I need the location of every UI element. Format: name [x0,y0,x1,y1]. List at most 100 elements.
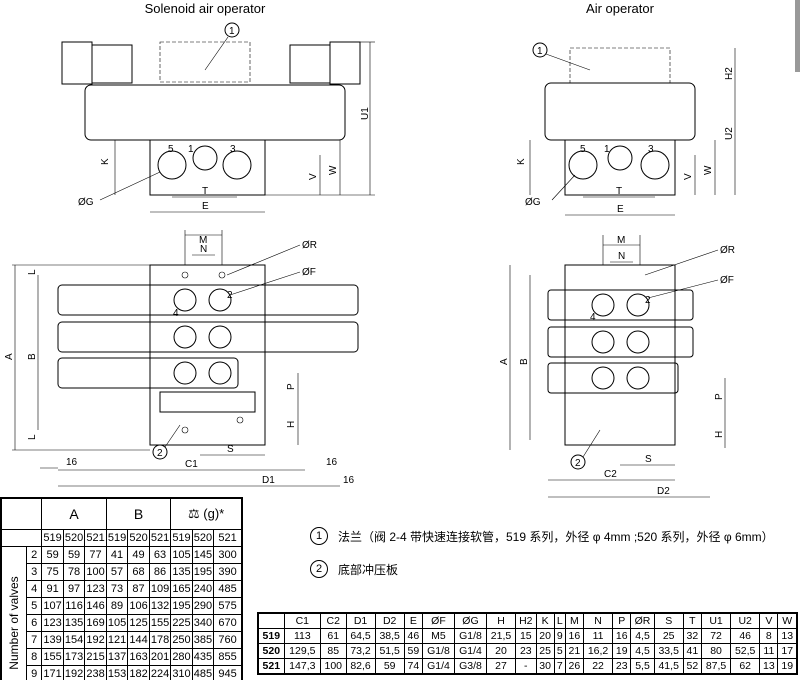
base-block [149,139,266,196]
table-cell: 224 [148,665,172,680]
column-header: P [612,612,632,629]
svg-text:B: B [27,353,38,360]
table-cell: 7 [553,658,566,675]
svg-text:H: H [714,431,725,438]
svg-text:16: 16 [343,475,355,486]
table-cell: 169 [84,614,107,632]
table-cell: 49 [127,546,150,564]
svg-text:P: P [714,393,725,400]
table-cell: 13 [777,628,798,644]
table-cell: 46 [730,628,761,644]
manifold-base [149,264,266,446]
air-front-view: Air operator 5 1 3 1 H2 U2 K V W ØG T E [516,1,736,216]
table-cell: 80 [700,643,732,659]
series-header: 519 [170,529,193,547]
column-header: ØR [630,612,655,629]
svg-text:1: 1 [537,46,543,57]
note-2: 2 底部冲压板 [310,560,398,578]
svg-text:16: 16 [326,457,338,468]
svg-text:ØR: ØR [302,240,317,251]
table-cell: G1/4 [421,658,455,675]
table-cell: 182 [127,665,150,680]
scale-icon: ⚖ [188,506,200,521]
svg-text:A: A [4,353,15,360]
series-header: 520 [127,529,150,547]
table-cell: 15 [515,628,537,644]
table-cell: 21,5 [485,628,517,644]
column-header: T [682,612,703,629]
table-cell: 192 [62,665,86,680]
table-cell: 59 [403,643,423,659]
table-cell: 38,5 [374,628,405,644]
scrollbar[interactable] [795,0,800,72]
svg-text:E: E [202,201,209,212]
table-cell: 3 [25,563,43,581]
svg-text:M: M [199,235,207,246]
coil-right-connector [329,41,361,85]
table-cell: G1/8 [421,643,455,659]
solenoid-front-view: Solenoid air operator 5 1 3 1 U1 K V W Ø… [61,1,375,213]
table-cell: 165 [170,580,193,598]
table-cell: 100 [320,658,347,675]
table-cell: 52,5 [730,643,761,659]
svg-text:H: H [286,421,297,428]
table-cell: 290 [191,597,215,615]
table-cell: 32 [682,628,703,644]
series-header: 521 [148,529,172,547]
table-cell: 13 [759,658,779,675]
air-plan-view: 2 4 M N ØR ØF A B P H C2 S D2 2 [499,235,735,498]
table-cell: 146 [84,597,107,615]
table-cell: 61 [320,628,347,644]
table-cell: 87,5 [700,658,732,675]
svg-text:4: 4 [590,312,596,323]
table-cell: 945 [213,665,243,680]
port-3: 3 [230,144,236,155]
column-header: W [777,612,798,629]
column-header: U2 [730,612,761,629]
svg-text:U1: U1 [360,107,371,120]
column-header: V [759,612,779,629]
table-cell: 340 [191,614,215,632]
table-cell: 20 [535,628,555,644]
coil-left-connector [61,41,93,85]
svg-text:U2: U2 [724,127,735,140]
table-cell: 25 [535,643,555,659]
table-cell: 106 [127,597,150,615]
column-header: C1 [283,612,322,629]
column-header: H2 [515,612,537,629]
svg-text:N: N [618,251,625,262]
table-cell: 123 [41,614,64,632]
table-cell: 250 [170,631,193,649]
series-header: 521 [213,529,243,547]
table-cell: 77 [84,546,107,564]
solenoid-plan-view: 2 4 M N ØR ØF A B L L P H 16 C1 S D1 16 … [4,230,359,487]
table-cell: 23 [515,643,537,659]
svg-text:A: A [499,358,510,365]
svg-text:L: L [27,434,38,440]
flange-outline [159,41,251,83]
air-title: Air operator [586,1,655,16]
table-cell: 135 [170,563,193,581]
table-cell: 105 [105,614,129,632]
table-cell: 147,3 [283,658,322,675]
svg-text:H2: H2 [724,67,735,80]
table-cell: 520 [257,643,285,659]
table-cell: 75 [41,563,64,581]
table-cell: 63 [148,546,172,564]
svg-text:S: S [227,444,234,455]
table-cell: 33,5 [653,643,684,659]
table-cell: 139 [41,631,64,649]
svg-text:L: L [27,269,38,275]
series-header: 519 [105,529,129,547]
table-cell: 173 [62,648,86,666]
column-header: D2 [374,612,405,629]
table-cell: 116 [62,597,86,615]
table-cell: 385 [191,631,215,649]
table-cell: 2 [25,546,43,564]
table-cell: 855 [213,648,243,666]
svg-text:4: 4 [173,308,179,319]
